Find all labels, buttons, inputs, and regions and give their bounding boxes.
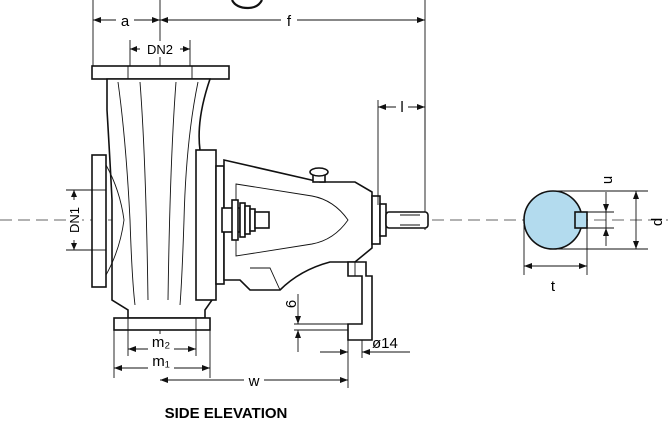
dimension-u: u: [587, 176, 616, 246]
dimension-l-label: l: [400, 99, 403, 116]
dimension-dn2: DN2: [129, 40, 191, 66]
dimension-u-label: u: [599, 176, 616, 184]
dimension-dn1: DN1: [66, 189, 92, 251]
pump-casing: [91, 65, 230, 331]
dimension-t-label: t: [551, 278, 556, 295]
dimension-6: 6: [283, 294, 348, 352]
dimension-w: w: [160, 358, 349, 390]
support-foot: [347, 261, 373, 341]
dimension-a-label: a: [121, 13, 130, 30]
bearing-bracket: [195, 149, 429, 301]
shaft-circle: [523, 190, 583, 250]
dimension-dia14: ø14: [320, 335, 410, 358]
dimension-d: d: [553, 190, 666, 250]
dimension-m1: m₁: [113, 330, 211, 378]
dimension-f-label: f: [287, 13, 292, 30]
dimension-6-label: 6: [283, 300, 300, 308]
dimension-d-label: d: [649, 218, 666, 226]
dimension-a: a: [92, 0, 160, 70]
drawing-caption: SIDE ELEVATION: [165, 405, 288, 422]
dimension-l: l: [377, 96, 426, 205]
dimension-dia14-label: ø14: [372, 335, 398, 352]
dimension-m1-label: m₁: [152, 353, 170, 370]
dimension-m2-label: m₂: [152, 334, 170, 351]
dimension-t: t: [523, 225, 588, 295]
dimension-m2: m₂: [127, 330, 197, 356]
dimension-w-label: w: [248, 373, 260, 390]
dimension-dn1-label: DN1: [67, 207, 82, 233]
title-fragment: [231, 0, 263, 10]
dimension-dn2-label: DN2: [147, 42, 173, 57]
shaft-section: [523, 190, 588, 250]
key: [574, 211, 588, 229]
